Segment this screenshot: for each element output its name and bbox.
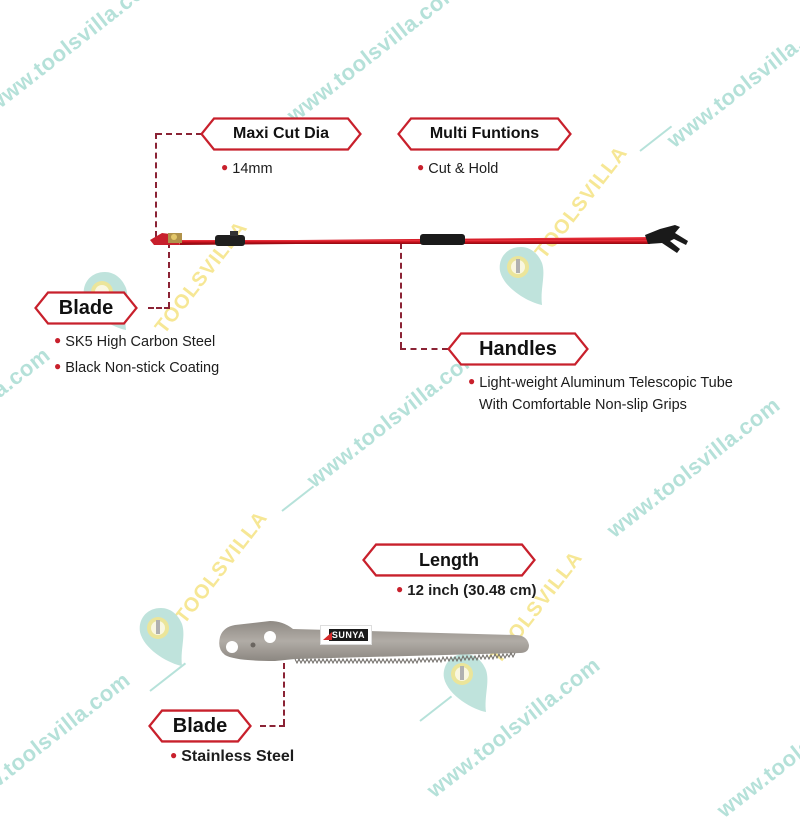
bullet-dot-icon: ● — [54, 359, 62, 373]
callout-title: Blade — [58, 296, 114, 319]
callout-title: Maxi Cut Dia — [232, 125, 329, 142]
callout-title: Handles — [479, 337, 557, 360]
callout-bullet: ●Stainless Steel — [170, 748, 295, 765]
connector-line — [168, 242, 170, 308]
connector-line — [260, 725, 285, 727]
callout-label-cut-dia: Maxi Cut Dia — [200, 117, 362, 151]
folding-saw-image — [219, 621, 529, 665]
callout-bullet: ●Black Non-stick Coating — [54, 359, 220, 376]
watermark-url: www.toolsvilla.com — [0, 342, 55, 493]
watermark-brand: TOOLSVILLA — [170, 507, 273, 628]
bullet-dot-icon: ● — [396, 582, 404, 596]
callout-title: Blade — [172, 714, 228, 737]
brand-logo: SUNYA — [320, 625, 372, 645]
bullet-dot-icon: ● — [221, 160, 229, 174]
callout-label-functions: Multi Funtions — [397, 117, 572, 151]
watermark-url: www.toolsvilla.com — [0, 0, 165, 118]
bullet-dot-icon: ● — [417, 160, 425, 174]
callout-label-blade: Blade — [34, 291, 138, 325]
watermark-url: www.toolsvilla.com — [661, 2, 800, 153]
connector-line — [283, 663, 285, 725]
connector-line — [156, 133, 202, 135]
callout-label-saw-blade: Blade — [148, 709, 252, 743]
pole-pruner-image — [150, 225, 688, 253]
callout-bullet: ●14mm — [221, 160, 273, 177]
callout-bullet: ●SK5 High Carbon Steel — [54, 333, 216, 350]
watermark-pin-icon — [443, 654, 488, 712]
callout-title: Multi Funtions — [429, 125, 540, 142]
connector-line — [148, 307, 170, 309]
connector-line — [400, 348, 448, 350]
watermark-pin-icon — [499, 247, 544, 305]
callout-title: Length — [419, 549, 479, 570]
callout-bullet: ●Cut & Hold — [417, 160, 499, 177]
connector-line — [400, 243, 402, 348]
callout-bullet: With Comfortable Non-slip Grips — [479, 397, 687, 413]
watermark-url: www.toolsvilla.com — [0, 667, 135, 818]
callout-label-length: Length — [362, 543, 536, 577]
watermark-pin-icon — [139, 608, 184, 666]
callout-bullet: ●12 inch (30.48 cm) — [396, 582, 537, 599]
watermark-url: www.toolsvilla.com — [601, 392, 785, 543]
callout-bullet: ●Light-weight Aluminum Telescopic Tube — [468, 374, 733, 391]
callout-label-handles: Handles — [447, 332, 589, 366]
bullet-dot-icon: ● — [468, 374, 476, 388]
brand-logo-icon — [323, 632, 332, 640]
watermark-url: www.toolsvilla.com — [281, 0, 465, 128]
watermark-line — [281, 485, 315, 512]
watermark-url: www.toolsvilla.com — [711, 672, 800, 823]
bullet-dot-icon: ● — [170, 748, 178, 762]
bullet-dot-icon: ● — [54, 333, 62, 347]
connector-line — [155, 133, 157, 237]
